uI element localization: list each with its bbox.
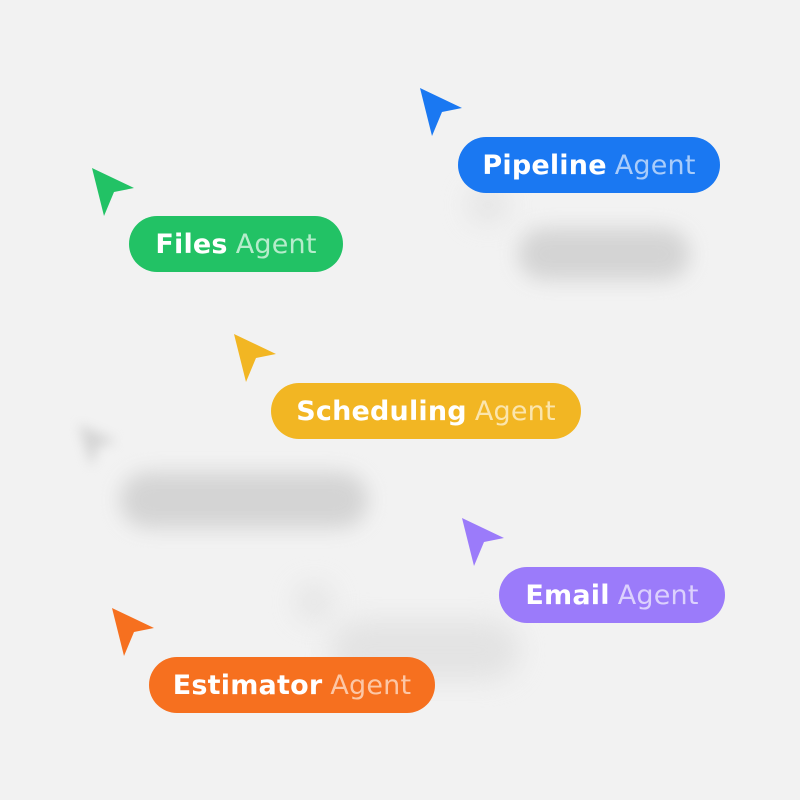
cursor-arrow-icon (462, 518, 504, 566)
scheduling-agent-pill[interactable]: Scheduling Agent (271, 383, 581, 439)
files-agent-pill[interactable]: Files Agent (129, 216, 343, 272)
blurred-dot (296, 584, 332, 620)
agent-name: Estimator (172, 669, 323, 701)
cursor-arrow-icon (234, 334, 276, 382)
cursor-arrow-icon (420, 88, 462, 136)
cursor-arrow-icon (112, 608, 154, 656)
agent-suffix: Agent (617, 579, 699, 611)
blurred-cursor-icon (78, 424, 118, 468)
cursor-arrow-icon (92, 168, 134, 216)
agent-name: Pipeline (482, 149, 607, 181)
blurred-shadow-right (468, 188, 508, 222)
pipeline-agent-pill[interactable]: Pipeline Agent (458, 137, 720, 193)
agent-name: Email (525, 579, 610, 611)
blurred-pill-right (518, 228, 690, 280)
agent-name: Scheduling (296, 395, 467, 427)
agent-suffix: Agent (474, 395, 556, 427)
agent-suffix: Agent (330, 669, 412, 701)
agent-suffix: Agent (235, 228, 317, 260)
cursor-shape (234, 334, 276, 382)
agent-name: Files (155, 228, 228, 260)
agent-suffix: Agent (614, 149, 696, 181)
estimator-agent-pill[interactable]: Estimator Agent (149, 657, 435, 713)
cursor-shape (112, 608, 154, 656)
cursor-shape (92, 168, 134, 216)
blurred-pill-left (120, 472, 368, 528)
cursor-shape (420, 88, 462, 136)
cursor-shape (462, 518, 504, 566)
email-agent-pill[interactable]: Email Agent (499, 567, 725, 623)
